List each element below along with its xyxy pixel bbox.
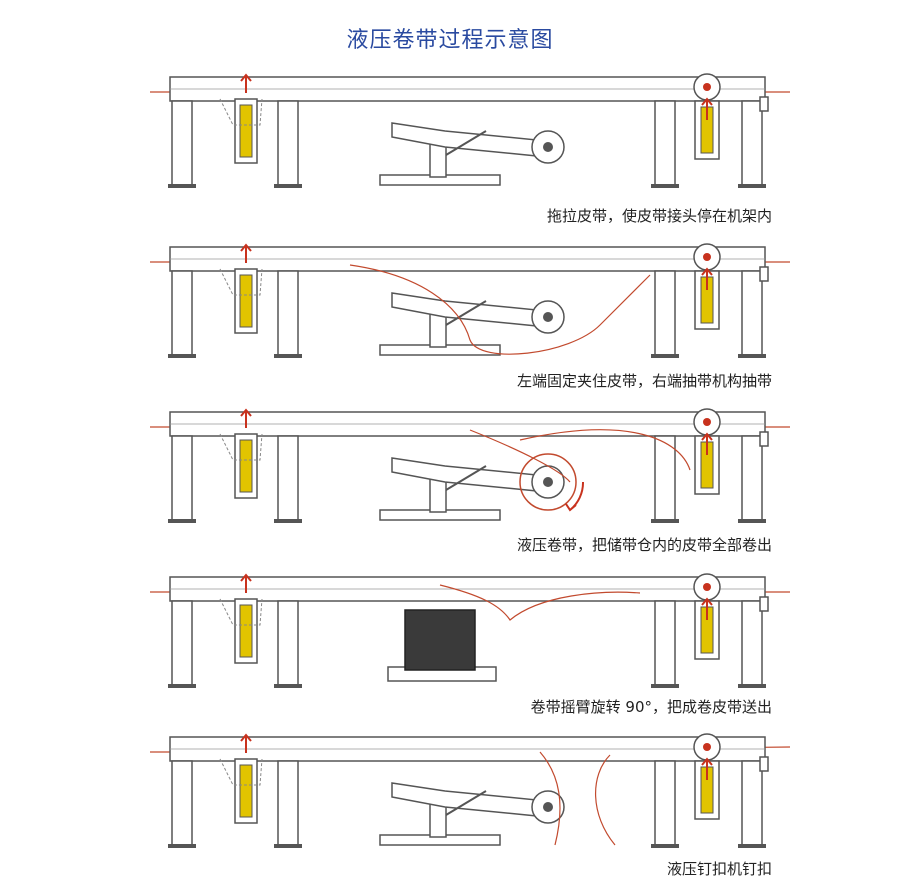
frame-leg — [654, 600, 676, 687]
step-1 — [150, 73, 790, 188]
frame-leg — [171, 600, 193, 687]
frame-foot — [274, 184, 302, 188]
frame-leg — [171, 760, 193, 847]
frame-foot — [274, 354, 302, 358]
frame-foot — [274, 844, 302, 848]
frame-end-bracket — [759, 266, 769, 282]
belt-feed — [469, 429, 571, 483]
frame-end-bracket — [759, 596, 769, 612]
frame-foot — [274, 684, 302, 688]
rotation-arrow-icon — [565, 481, 585, 512]
frame-leg — [741, 760, 763, 847]
belt-feed — [519, 429, 691, 471]
frame-foot — [738, 844, 766, 848]
frame-foot — [168, 354, 196, 358]
right-cylinder-arrow — [701, 757, 713, 780]
winder-roller-hub — [543, 477, 553, 487]
left-clamp-arrow — [240, 243, 252, 263]
left-clamp-cylinder — [239, 764, 253, 818]
left-clamp-guard — [219, 98, 263, 126]
frame-leg — [277, 760, 299, 847]
step-3 — [150, 408, 790, 523]
frame-foot — [168, 684, 196, 688]
left-clamp-guard — [219, 758, 263, 786]
frame-foot — [168, 519, 196, 523]
drive-wheel-hub — [703, 418, 711, 426]
left-clamp-arrow — [240, 73, 252, 93]
frame-foot — [651, 844, 679, 848]
left-clamp-guard — [219, 433, 263, 461]
frame-leg — [654, 760, 676, 847]
left-clamp-arrow — [240, 408, 252, 428]
diagram-title: 液压卷带过程示意图 — [346, 28, 554, 53]
frame-leg — [741, 270, 763, 357]
frame-foot — [168, 184, 196, 188]
step-caption-2: 左端固定夹住皮带，右端抽带机构抽带 — [516, 372, 772, 390]
right-cylinder-arrow — [701, 597, 713, 620]
frame-leg — [654, 435, 676, 522]
left-clamp-cylinder — [239, 439, 253, 493]
frame-foot — [738, 519, 766, 523]
winder-hydraulic-rod — [445, 300, 487, 326]
frame-leg — [654, 270, 676, 357]
belt-end-left — [539, 751, 561, 846]
frame-leg — [277, 270, 299, 357]
frame-foot — [738, 184, 766, 188]
left-clamp-arrow — [240, 573, 252, 593]
step-caption-4: 卷带摇臂旋转 90°，把成卷皮带送出 — [530, 698, 772, 716]
frame-leg — [741, 435, 763, 522]
step-5 — [150, 733, 791, 848]
frame-foot — [738, 684, 766, 688]
frame-leg — [654, 100, 676, 187]
frame-foot — [738, 354, 766, 358]
frame-leg — [171, 435, 193, 522]
winder-hydraulic-rod — [445, 465, 487, 491]
frame-leg — [171, 100, 193, 187]
winder-hydraulic-rod — [445, 790, 487, 816]
left-clamp-cylinder — [239, 274, 253, 328]
frame-leg — [741, 100, 763, 187]
winder-roller-hub — [543, 802, 553, 812]
drive-wheel-hub — [703, 583, 711, 591]
step-2 — [150, 243, 790, 358]
drive-wheel-hub — [703, 253, 711, 261]
left-clamp-cylinder — [239, 104, 253, 158]
winder-roller-hub — [543, 142, 553, 152]
belt-roll-block — [404, 609, 476, 671]
drive-wheel-hub — [703, 83, 711, 91]
step-caption-1: 拖拉皮带，使皮带接头停在机架内 — [546, 207, 772, 225]
left-clamp-guard — [219, 268, 263, 296]
belt-curve — [439, 584, 641, 621]
frame-end-bracket — [759, 756, 769, 772]
frame-leg — [171, 270, 193, 357]
right-cylinder-arrow — [701, 432, 713, 455]
winder-hydraulic-rod — [445, 130, 487, 156]
frame-leg — [277, 600, 299, 687]
step-4 — [150, 573, 790, 688]
right-cylinder-arrow — [701, 97, 713, 120]
frame-leg — [277, 435, 299, 522]
frame-foot — [274, 519, 302, 523]
drive-wheel-hub — [703, 743, 711, 751]
frame-foot — [651, 354, 679, 358]
belt-wave — [349, 264, 651, 355]
frame-foot — [651, 184, 679, 188]
belt-end-right — [594, 754, 616, 846]
frame-foot — [651, 519, 679, 523]
frame-leg — [741, 600, 763, 687]
right-cylinder-arrow — [701, 267, 713, 290]
frame-leg — [277, 100, 299, 187]
frame-foot — [651, 684, 679, 688]
frame-end-bracket — [759, 96, 769, 112]
frame-foot — [168, 844, 196, 848]
left-clamp-cylinder — [239, 604, 253, 658]
belt-roll-icon — [519, 453, 577, 511]
left-clamp-arrow — [240, 733, 252, 753]
step-caption-3: 液压卷带，把储带仓内的皮带全部卷出 — [516, 536, 772, 554]
frame-end-bracket — [759, 431, 769, 447]
winder-roller-hub — [543, 312, 553, 322]
left-clamp-guard — [219, 598, 263, 626]
step-caption-5: 液压钉扣机钉扣 — [666, 860, 772, 878]
